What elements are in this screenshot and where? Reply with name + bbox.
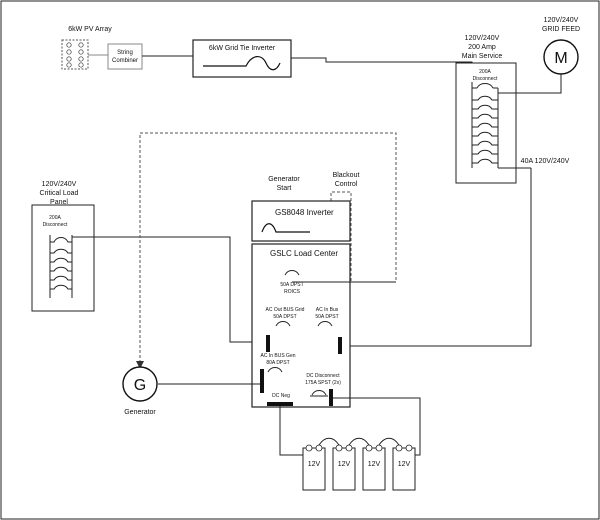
battery: 12V (362, 444, 386, 491)
dpst-50a-label-2: ROICS (284, 289, 301, 295)
meter-symbol: M (554, 50, 567, 67)
critical-panel-to-ac-out-wire (72, 236, 268, 343)
generator-start-arrow-icon (136, 361, 144, 369)
inverter-sine-icon (203, 56, 281, 71)
critical-panel-label-3: Panel (50, 199, 68, 206)
meter-to-main-panel-wire (498, 74, 562, 94)
grid-feed-label-2: GRID FEED (542, 26, 580, 33)
dc-neg-busbar (267, 402, 293, 406)
battery-bank: 12V 12V 12V 12V (302, 437, 416, 491)
grid-tie-inverter: 6kW Grid Tie Inverter (192, 39, 292, 78)
main-service-label-3: Main Service (462, 53, 503, 60)
grid-feed-meter: 120V/240V GRID FEED M (542, 17, 580, 75)
blackout-control-label-1: Blackout (333, 172, 360, 179)
battery-jumper (378, 437, 400, 446)
grid-tie-inverter-label: 6kW Grid Tie Inverter (209, 45, 276, 52)
gs8048-inverter: GS8048 Inverter (251, 200, 351, 242)
dc-disconnect-breaker-icon (311, 390, 327, 396)
battery: 12V (332, 444, 356, 491)
generator-start-control-wire (139, 132, 397, 368)
critical-disconnect-label-2: Disconnect (43, 222, 68, 228)
critical-panel-breaker-stack (50, 248, 72, 290)
gslc-load-center: GSLC Load Center 50A DPST ROICS AC Out B… (251, 243, 351, 408)
main-disconnect-breaker-icon (476, 83, 494, 89)
ac-in-gen-breaker-icon (267, 367, 283, 373)
string-combiner-label-2: Combiner (112, 58, 138, 64)
generator-label: Generator (124, 409, 156, 416)
ac-in-bus-label-1: AC In Bus (316, 307, 339, 313)
ac-in-gen-label-2: 80A DPST (266, 360, 289, 366)
inverter-label: GS8048 Inverter (275, 208, 334, 217)
ac-out-label-2: 50A DPST (273, 314, 296, 320)
ac-in-bus-breaker-icon (317, 321, 333, 327)
generator-start-label-1: Generator (268, 176, 300, 183)
main-service-panel: 120V/240V 200 Amp Main Service 200A Disc… (455, 35, 517, 184)
grid-feed-label-1: 120V/240V (544, 17, 579, 24)
critical-panel-label-2: Critical Load (40, 190, 79, 197)
blackout-control-label-2: Control (335, 181, 358, 188)
string-combiner-label-1: String (117, 50, 133, 56)
main-service-label-1: 120V/240V (465, 35, 500, 42)
ac-in-gen-busbar (260, 369, 264, 393)
ac-out-busbar (266, 335, 270, 352)
dc-pos-to-battery-wire (333, 397, 421, 456)
battery-jumper (348, 437, 370, 446)
generator: G Generator (122, 366, 158, 416)
roics-breaker-icon (284, 270, 300, 276)
critical-disconnect-label-1: 200A (49, 215, 61, 221)
battery-label: 12V (308, 461, 321, 468)
critical-disconnect-breaker-icon (50, 237, 72, 243)
battery: 12V (302, 444, 326, 491)
ac-in-bus-label-2: 50A DPST (315, 314, 338, 320)
main-panel-breaker-stack (472, 95, 498, 164)
main-service-label-2: 200 Amp (468, 44, 496, 51)
battery-label: 12V (338, 461, 351, 468)
generator-icon (122, 366, 158, 402)
gs8048-sine-icon (261, 223, 310, 233)
pv-array-label: 6kW PV Array (68, 26, 112, 33)
ac-in-busbar (338, 337, 342, 354)
battery: 12V (392, 444, 416, 491)
ac-out-label-1: AC Out BUS Grid (266, 307, 305, 313)
ac-in-gen-label-1: AC In BUS Gen (260, 353, 295, 359)
generator-symbol: G (134, 377, 146, 394)
battery-jumper (318, 437, 340, 446)
battery-label: 12V (368, 461, 381, 468)
dc-disconnect-label-1: DC Disconnect (306, 373, 340, 379)
critical-load-panel: 120V/240V Critical Load Panel 200A Disco… (31, 181, 95, 312)
dc-disconnect-busbar (329, 389, 333, 406)
generator-start-label-2: Start (277, 185, 292, 192)
dc-disconnect-label-2: 175A SPST (2x) (305, 380, 341, 386)
load-center-label: GSLC Load Center (270, 249, 338, 258)
feed-40a-label: 40A 120V/240V (521, 158, 570, 165)
dc-neg-to-battery-wire (279, 406, 304, 456)
pv-array: 6kW PV Array (61, 26, 112, 70)
dpst-50a-label-1: 50A DPST (280, 282, 303, 288)
ac-out-breaker-icon (275, 321, 291, 327)
dc-neg-label: DC Neg (272, 393, 290, 399)
main-disconnect-label-1: 200A (479, 69, 491, 75)
critical-panel-label-1: 120V/240V (42, 181, 77, 188)
string-combiner: String Combiner (107, 43, 143, 70)
battery-label: 12V (398, 461, 411, 468)
main-panel-to-ac-in-bus-wire (340, 168, 532, 347)
main-disconnect-label-2: Disconnect (473, 76, 498, 82)
